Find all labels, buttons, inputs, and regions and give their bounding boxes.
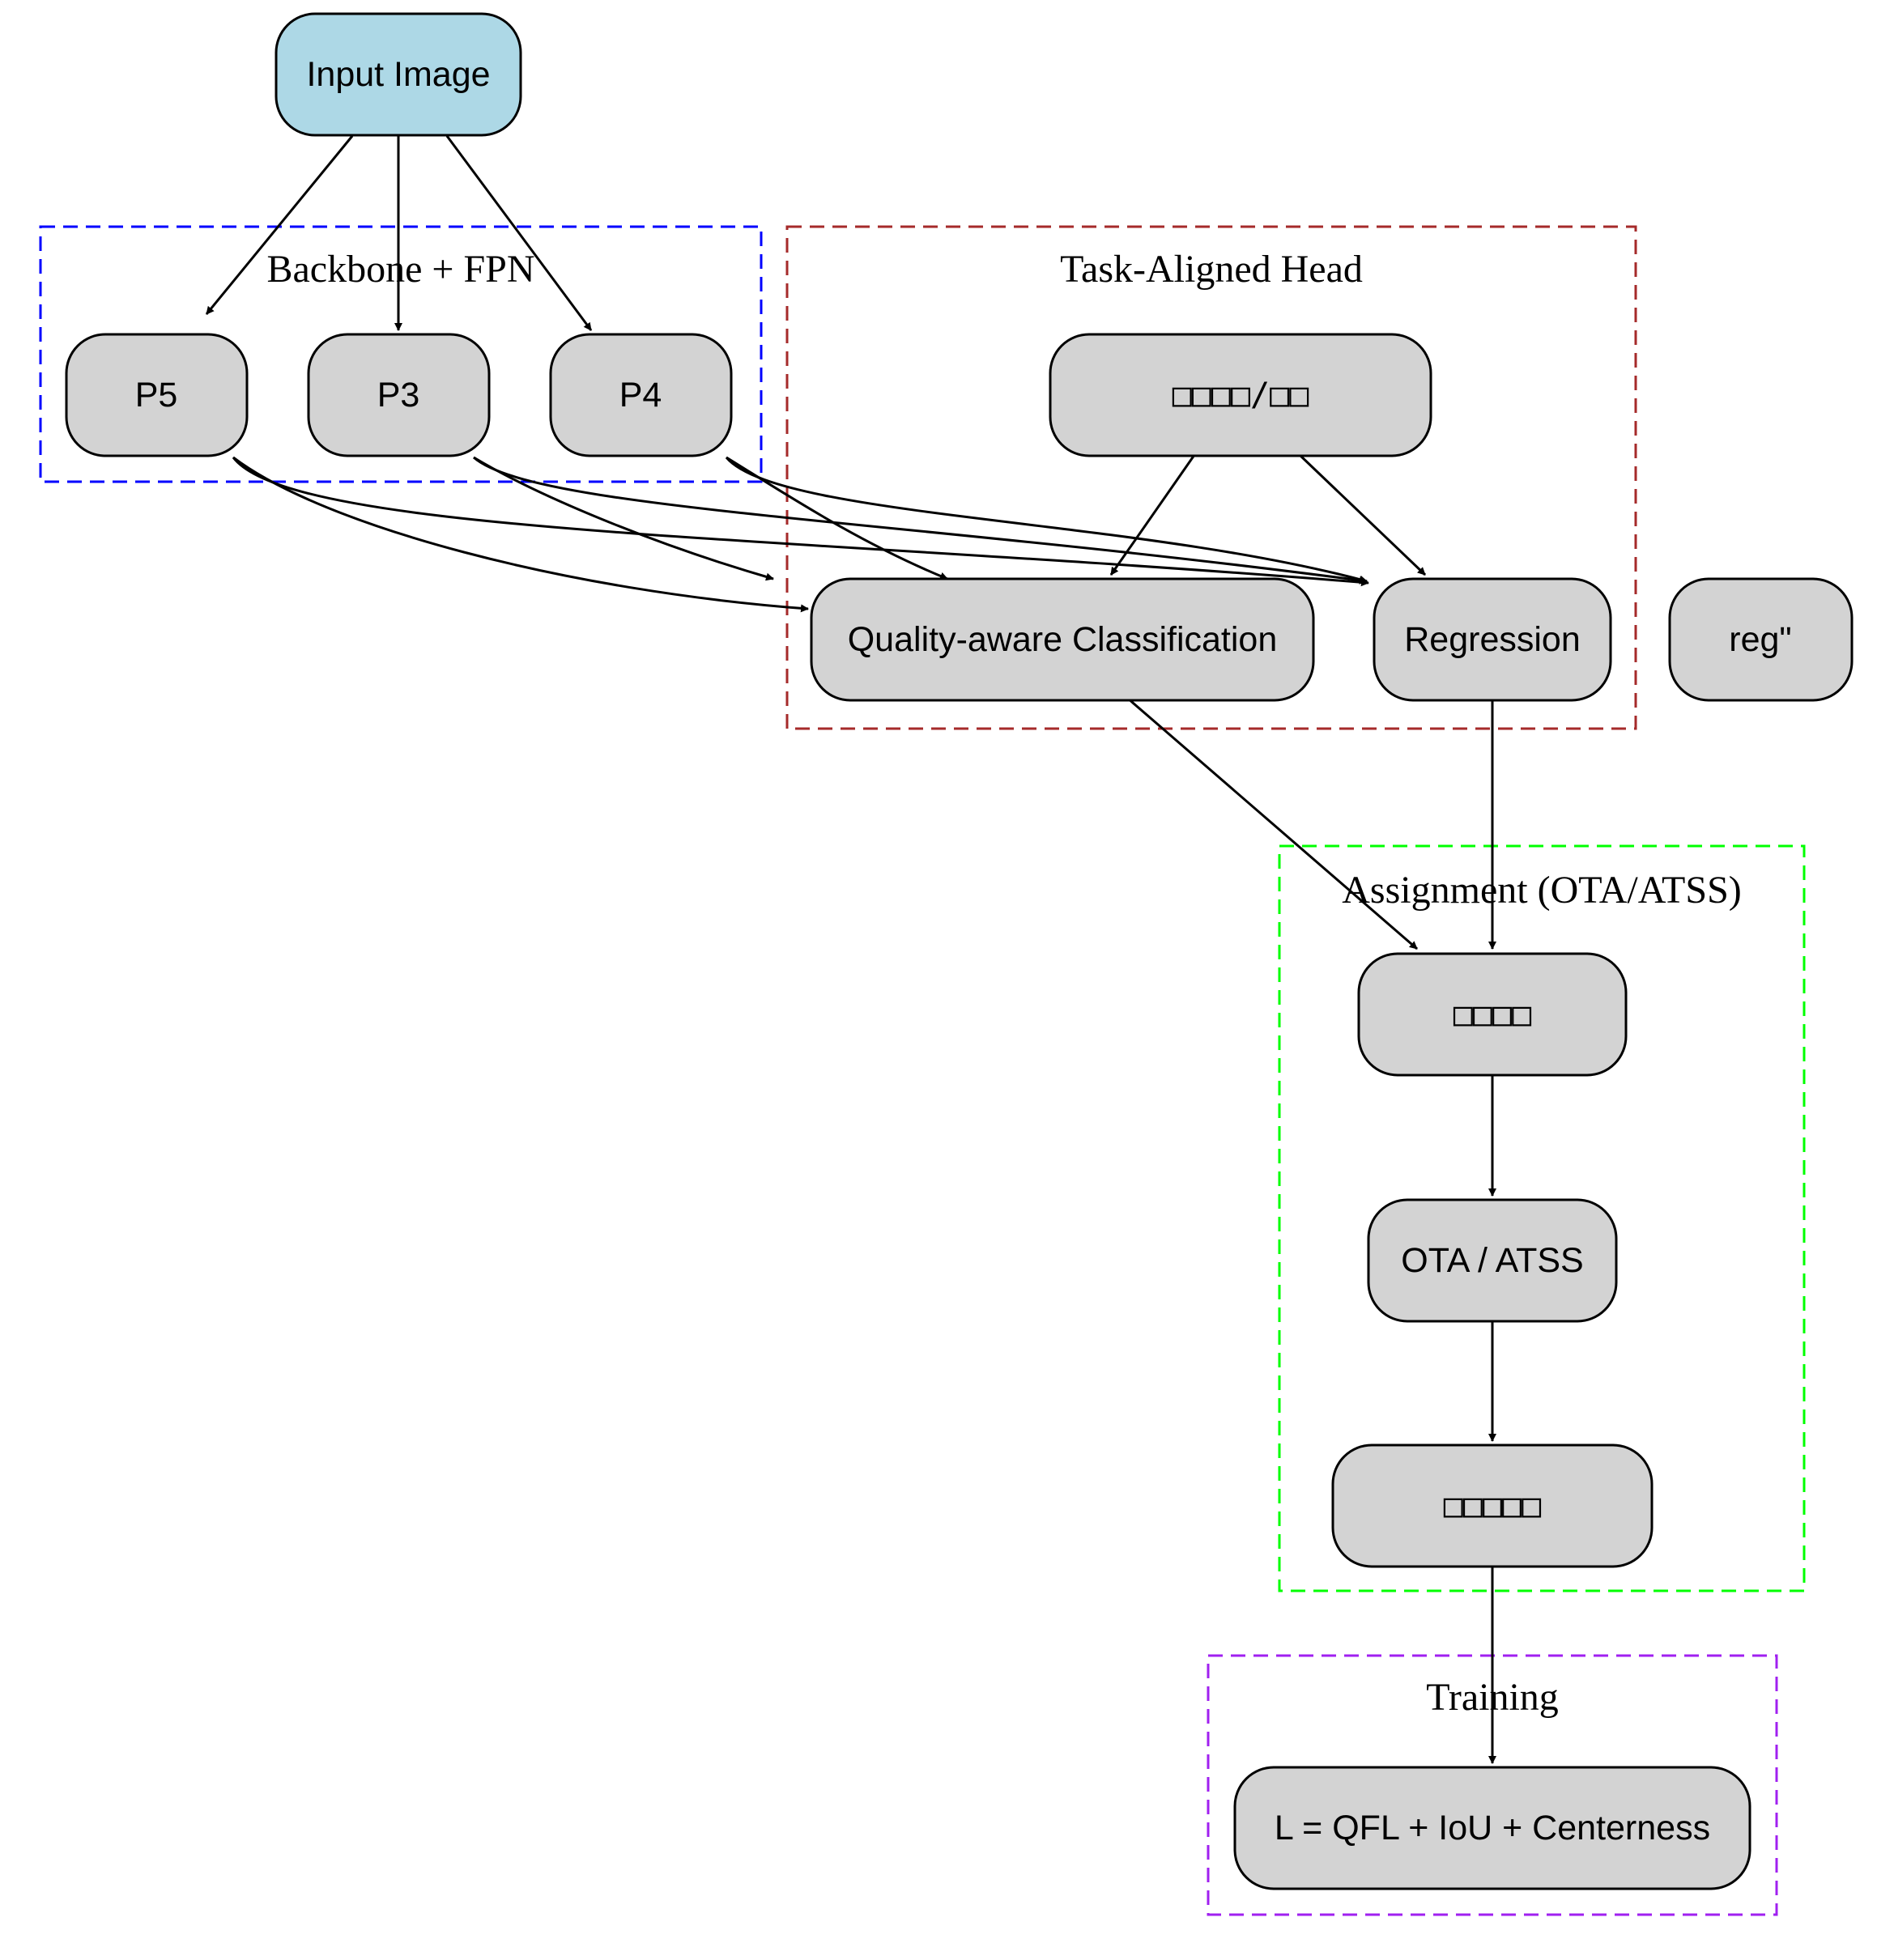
edge-p4-cls	[726, 456, 948, 580]
node-loss: L = QFL + IoU + Centerness	[1233, 1766, 1751, 1890]
node-cls-box	[810, 577, 1315, 702]
node-cost-label: □□□□	[1453, 996, 1531, 1033]
node-p3-label: P3	[377, 376, 420, 415]
node-shared-conv-box	[1049, 333, 1432, 457]
node-p4-label: P4	[619, 376, 662, 415]
cluster-head: Task-Aligned Head	[785, 225, 1637, 730]
node-p3: P3	[307, 333, 491, 457]
edges	[205, 135, 1496, 1764]
cluster-assignment: Assignment (OTA/ATSS)	[1278, 844, 1806, 1592]
node-input-image: Input Image	[275, 12, 522, 137]
cluster-head-border	[785, 225, 1637, 730]
node-shared-conv-label: □□□□/□□	[1173, 376, 1309, 414]
edge-p3-cls	[473, 456, 774, 581]
node-reg-stray-box	[1668, 577, 1854, 702]
cluster-head-label: Task-Aligned Head	[1060, 248, 1363, 291]
node-input-image-box	[275, 12, 522, 137]
cluster-assignment-border	[1278, 844, 1806, 1592]
node-reg-stray: reg"	[1668, 577, 1854, 702]
node-ota-atss-label: OTA / ATSS	[1401, 1241, 1583, 1280]
node-regression: Regression	[1373, 577, 1612, 702]
cluster-assignment-label: Assignment (OTA/ATSS)	[1342, 869, 1742, 912]
node-regression-box	[1373, 577, 1612, 702]
node-reg-stray-label: reg"	[1729, 620, 1791, 659]
node-regression-label: Regression	[1404, 620, 1581, 659]
node-p3-box	[307, 333, 491, 457]
node-loss-box	[1233, 1766, 1751, 1890]
edge-shared-reg	[1298, 453, 1427, 576]
node-cost: □□□□	[1357, 952, 1628, 1077]
node-positives-box	[1331, 1443, 1654, 1568]
node-p5-label: P5	[135, 376, 178, 415]
edge-input-p4	[445, 135, 593, 331]
edge-p5-reg	[232, 457, 1369, 587]
node-input-image-label: Input Image	[306, 55, 490, 94]
node-cost-box	[1357, 952, 1628, 1077]
node-p5: P5	[65, 333, 249, 457]
node-loss-label: L = QFL + IoU + Centerness	[1275, 1809, 1710, 1847]
node-cls-label: Quality-aware Classification	[848, 620, 1278, 659]
node-ota-atss: OTA / ATSS	[1367, 1198, 1618, 1323]
cluster-backbone-border	[39, 225, 763, 483]
edge-p3-reg	[473, 456, 1368, 585]
node-shared-conv: □□□□/□□	[1049, 333, 1432, 457]
edge-input-p5	[205, 135, 354, 315]
cluster-backbone: Backbone + FPN	[39, 225, 763, 483]
node-p4: P4	[549, 333, 733, 457]
node-ota-atss-box	[1367, 1198, 1618, 1323]
cluster-backbone-label: Backbone + FPN	[266, 248, 534, 291]
node-p4-box	[549, 333, 733, 457]
edge-p4-reg	[725, 457, 1368, 584]
node-p5-box	[65, 333, 249, 457]
edge-p5-cls	[232, 456, 809, 613]
node-quality-aware-classification: Quality-aware Classification	[810, 577, 1315, 702]
edge-shared-cls	[1109, 454, 1196, 576]
node-positives-label: □□□□□	[1444, 1487, 1541, 1524]
edge-cls-cost	[1126, 696, 1418, 950]
node-positives: □□□□□	[1331, 1443, 1654, 1568]
